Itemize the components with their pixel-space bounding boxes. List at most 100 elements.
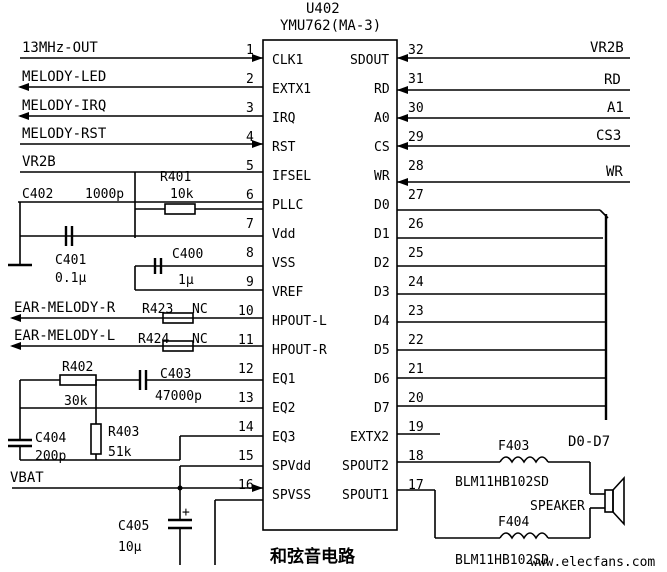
r424-label: R424 (138, 332, 169, 347)
pin-number: 20 (408, 391, 424, 406)
pin-name: D5 (374, 343, 390, 358)
c404-label: C404 (35, 431, 66, 446)
ic-body (262, 39, 398, 531)
pin-name: D0 (374, 198, 390, 213)
c403-value: 47000p (155, 389, 202, 404)
pin-number: 13 (238, 391, 254, 406)
pin-name: HPOUT-L (272, 314, 327, 329)
pin-name: RST (272, 140, 296, 155)
pin-name: IFSEL (272, 169, 311, 184)
c404-value: 200p (35, 449, 66, 464)
sig-ear-melody-l: EAR-MELODY-L (14, 328, 115, 344)
pin-number: 1 (246, 43, 254, 58)
pin-number: 6 (246, 188, 254, 203)
pin-name: EQ1 (272, 372, 295, 387)
pin-number: 18 (408, 449, 424, 464)
pin-number: 16 (238, 478, 254, 493)
r403-label: R403 (108, 425, 139, 440)
sig-vbat: VBAT (10, 470, 44, 486)
f404-part: BLM11HB102SD (455, 553, 549, 568)
sig-vr2b-left: VR2B (22, 154, 56, 170)
r403-resistor (90, 423, 102, 455)
pin-name: EXTX2 (350, 430, 389, 445)
r401-value: 10k (170, 187, 194, 202)
r402-label: R402 (62, 360, 93, 375)
r402-resistor (59, 374, 97, 386)
f404-label: F404 (498, 515, 529, 530)
pin-number: 30 (408, 101, 424, 116)
pin-name: RD (374, 82, 390, 97)
r423-resistor (162, 312, 194, 324)
pin-name: EQ3 (272, 430, 295, 445)
c403-label: C403 (160, 367, 191, 382)
c402-label: C402 (22, 187, 53, 202)
c400-label: C400 (172, 247, 203, 262)
right-signal-wires (397, 54, 630, 186)
sig-melody-irq: MELODY-IRQ (22, 98, 106, 114)
f403-label: F403 (498, 439, 529, 454)
r423-label: R423 (142, 302, 173, 317)
pin-number: 23 (408, 304, 424, 319)
pin-name: IRQ (272, 111, 296, 126)
sig-13mhz-out: 13MHz-OUT (22, 40, 98, 56)
sig-melody-led: MELODY-LED (22, 69, 106, 85)
pin-name: EQ2 (272, 401, 295, 416)
pin-number: 27 (408, 188, 424, 203)
pin-name: HPOUT-R (272, 343, 327, 358)
pin-number: 25 (408, 246, 424, 261)
left-pin-group: 1CLK12EXTX13IRQ4RST5IFSEL6PLLC7Vdd8VSS9V… (238, 43, 327, 503)
pin-number: 32 (408, 43, 424, 58)
pin-number: 7 (246, 217, 254, 232)
pin-number: 8 (246, 246, 254, 261)
f403-ferrite (499, 456, 549, 464)
sig-melody-rst: MELODY-RST (22, 126, 107, 142)
pin-name: EXTX1 (272, 82, 311, 97)
c405-plus: + (182, 505, 190, 520)
watermark: www.elecfans.com (530, 555, 655, 570)
pin-name: SPOUT1 (342, 488, 389, 503)
r401-resistor (164, 203, 196, 215)
ic-part: YMU762(MA-3) (280, 18, 381, 34)
pin-number: 4 (246, 130, 254, 145)
c405-value: 10μ (118, 540, 142, 555)
pin-number: 28 (408, 159, 424, 174)
c401-label: C401 (55, 253, 86, 268)
pin-name: SPVSS (272, 488, 311, 503)
pin-number: 21 (408, 362, 424, 377)
pin-number: 3 (246, 101, 254, 116)
pin-name: D3 (374, 285, 390, 300)
pin-name: CS (374, 140, 390, 155)
pin-number: 2 (246, 72, 254, 87)
r424-nc: NC (192, 332, 208, 347)
sig-a1: A1 (607, 100, 624, 116)
pin-name: A0 (374, 111, 390, 126)
pin-number: 24 (408, 275, 424, 290)
pin-name: SPVdd (272, 459, 311, 474)
r403-value: 51k (108, 445, 132, 460)
c400-value: 1μ (178, 273, 194, 288)
r402-value: 30k (64, 394, 88, 409)
speaker-icon (604, 489, 614, 513)
sig-wr: WR (606, 164, 623, 180)
pin-number: 9 (246, 275, 254, 290)
pin-number: 26 (408, 217, 424, 232)
pin-name: D7 (374, 401, 390, 416)
ic-ref: U402 (306, 1, 340, 17)
c401-value: 0.1μ (55, 271, 86, 286)
sig-ear-melody-r: EAR-MELODY-R (14, 300, 116, 316)
pin-number: 15 (238, 449, 254, 464)
pin-number: 22 (408, 333, 424, 348)
pin-number: 10 (238, 304, 254, 319)
pin-number: 19 (408, 420, 424, 435)
pin-name: D6 (374, 372, 390, 387)
pin-name: D4 (374, 314, 390, 329)
pin-name: D1 (374, 227, 390, 242)
pin-name: SDOUT (350, 53, 389, 68)
f404-ferrite (499, 532, 549, 540)
pin-number: 29 (408, 130, 424, 145)
sig-cs3: CS3 (596, 128, 621, 144)
f403-part: BLM11HB102SD (455, 475, 549, 490)
pin-name: CLK1 (272, 53, 303, 68)
left-signal-wires (10, 54, 263, 350)
